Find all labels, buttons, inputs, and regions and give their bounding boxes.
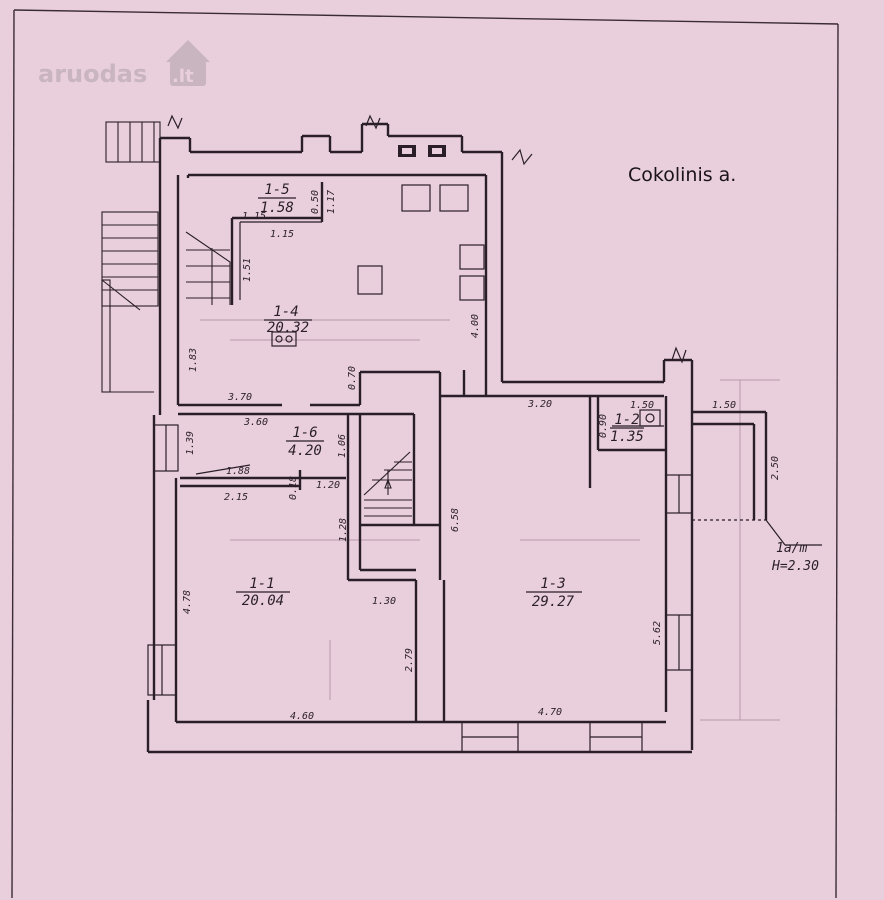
- dim-label: 0.70: [347, 366, 358, 390]
- room-1-2-area: 1.35: [610, 429, 644, 445]
- logo-name: aruodas: [38, 60, 147, 88]
- dim-label: 0.18: [288, 476, 299, 500]
- break-marks: [167, 114, 687, 364]
- dim-label: 0.50: [310, 190, 321, 214]
- room-1-5-area: 1.58: [260, 200, 294, 216]
- logo-tld: .lt: [172, 66, 194, 87]
- dim-label: 4.78: [182, 590, 193, 614]
- dim-label: 4.60: [290, 711, 314, 722]
- vents: [271, 145, 661, 427]
- dim-label: 4.70: [538, 707, 562, 718]
- dim-label: 1.17: [326, 190, 337, 214]
- room-1-3: 1-3 29.27: [526, 576, 582, 610]
- ghost-lines: [200, 319, 780, 721]
- room-1-4: 1-4 20.32: [264, 304, 312, 336]
- room-1-2-id: 1-2: [614, 412, 639, 428]
- dim-label: 2.50: [770, 456, 781, 480]
- room-1-5: 1-5 1.58: [258, 182, 296, 216]
- room-1-4-area: 20.32: [267, 320, 309, 336]
- annex-label: 1a/m: [776, 541, 807, 556]
- dim-label: 1.88: [226, 466, 250, 477]
- room-1-3-id: 1-3: [540, 576, 565, 592]
- room-1-1: 1-1 20.04: [236, 576, 290, 609]
- dim-label: 3.20: [527, 399, 552, 410]
- logo-house-icon: [170, 60, 206, 86]
- dim-label: 6.58: [450, 508, 461, 532]
- aruodas-logo: aruodas .lt: [38, 40, 210, 88]
- dim-label: 5.62: [652, 621, 663, 645]
- room-1-3-area: 29.27: [532, 594, 575, 610]
- dimension-labels: 1.15 1.15 0.50 1.17 1.51 1.83 3.70 0.70 …: [182, 190, 781, 722]
- room-1-6-id: 1-6: [292, 425, 317, 441]
- dim-label: 1.51: [242, 258, 253, 282]
- dim-label: 4.00: [470, 314, 481, 338]
- dim-label: 1.06: [337, 434, 348, 458]
- dim-label: 1.50: [712, 400, 736, 411]
- drawing-frame: [11, 9, 839, 899]
- room-1-2: 1-2 1.35: [610, 412, 644, 445]
- room-1-5-id: 1-5: [264, 182, 289, 198]
- logo-roof-icon: [166, 40, 210, 62]
- dim-label: 1.50: [630, 400, 654, 411]
- room-1-4-id: 1-4: [273, 304, 298, 320]
- dim-label: 1.15: [242, 211, 266, 222]
- dim-label: 1.30: [372, 596, 396, 607]
- room-1-6-area: 4.20: [288, 443, 322, 459]
- room-1-1-id: 1-1: [249, 576, 274, 592]
- dim-label: 2.15: [224, 492, 248, 503]
- dim-label: 1.28: [338, 518, 349, 542]
- room-1-1-area: 20.04: [242, 593, 284, 609]
- interior-walls: [178, 182, 822, 722]
- dim-label: 2.79: [404, 648, 415, 672]
- floor-title: Cokolinis a.: [628, 164, 736, 186]
- room-1-6: 1-6 4.20: [286, 425, 324, 459]
- dim-label: 1.15: [270, 229, 294, 240]
- dim-label: 3.60: [243, 417, 268, 428]
- annex-height: H=2.30: [771, 559, 819, 574]
- annex-annotation: 1a/m H=2.30: [771, 541, 819, 574]
- dim-label: 0.90: [598, 414, 609, 438]
- dim-label: 1.20: [316, 480, 340, 491]
- dim-label: 3.70: [227, 392, 252, 403]
- dim-label: 1.83: [188, 348, 199, 372]
- stairs: [101, 121, 412, 517]
- windows: [147, 424, 693, 753]
- dim-label: 1.39: [185, 431, 196, 455]
